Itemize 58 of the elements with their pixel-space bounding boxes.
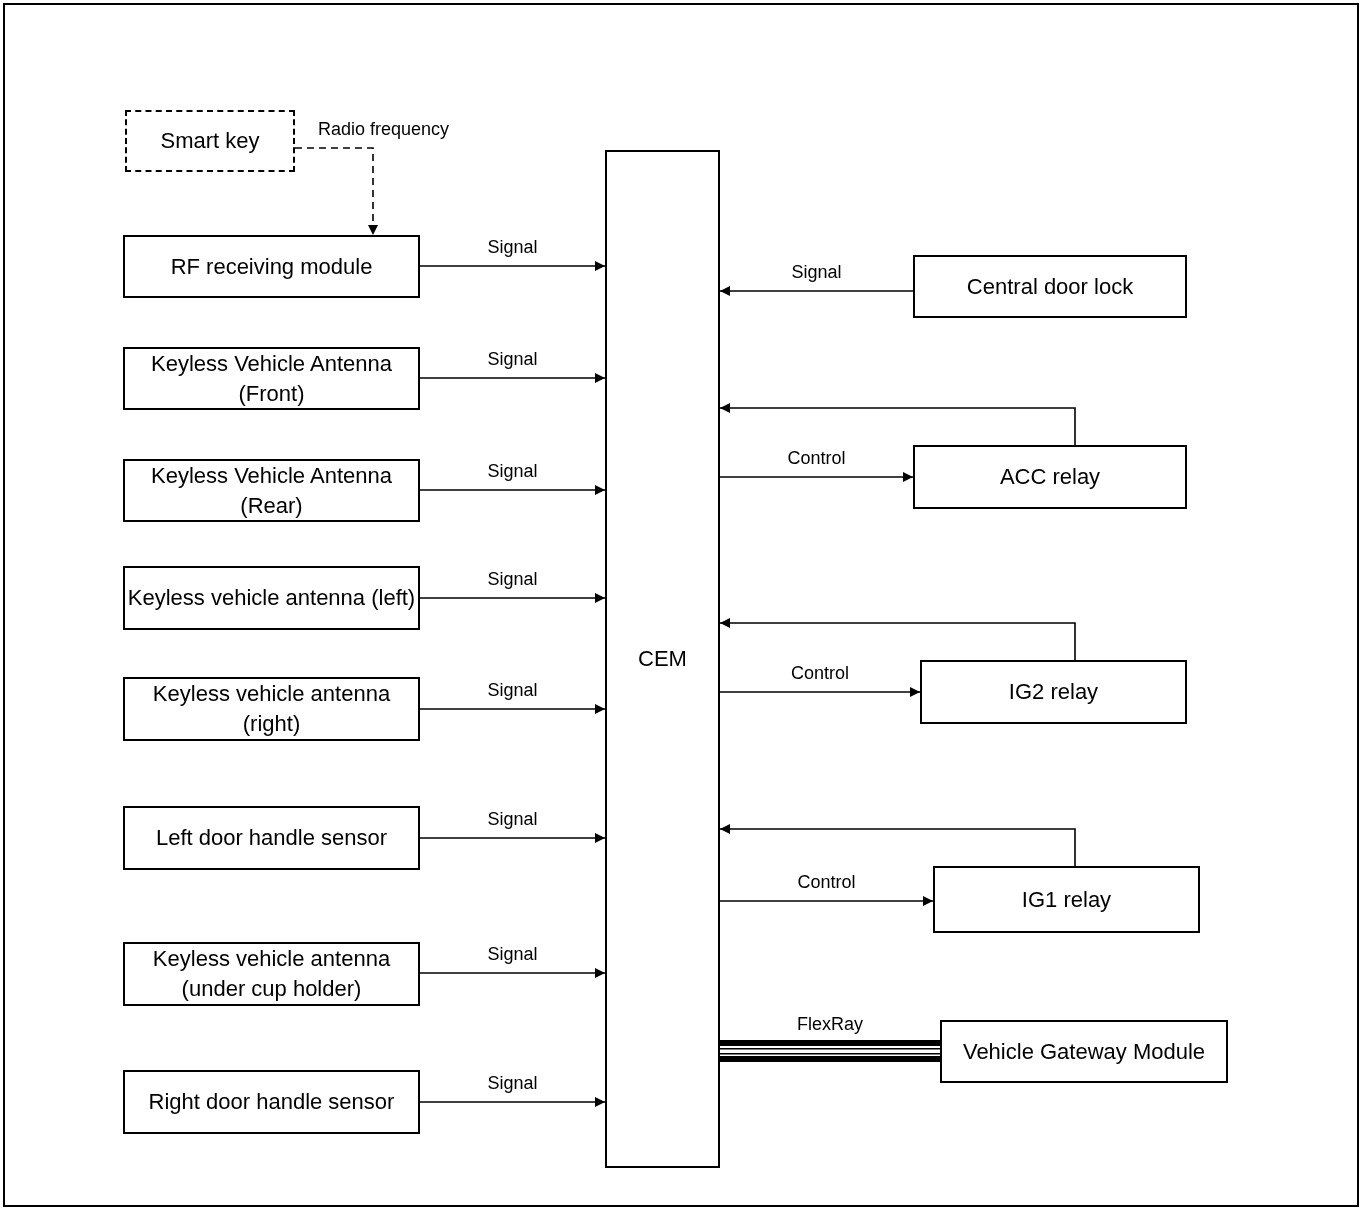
node-label: Keyless Vehicle Antenna (Rear)	[150, 461, 393, 520]
arrow	[719, 403, 1076, 446]
component-box	[123, 942, 420, 1006]
component-box	[913, 255, 1187, 318]
arrow	[419, 833, 606, 843]
bus-line	[720, 1040, 940, 1062]
node-label: Keyless Vehicle Antenna (Front)	[150, 349, 393, 408]
node-label: Central door lock	[966, 272, 1134, 301]
node-label: IG1 relay	[1021, 885, 1112, 914]
edge-label: Signal	[485, 462, 540, 482]
edge-label: Signal	[485, 810, 540, 830]
node-label: Right door handle sensor	[148, 1088, 395, 1117]
edge-label: Signal	[485, 1074, 540, 1094]
component-box	[123, 677, 420, 741]
component-box	[123, 235, 420, 298]
edge-label: Radio frequency	[316, 120, 452, 140]
arrow	[719, 472, 914, 482]
component-box	[123, 566, 420, 630]
arrow	[419, 1097, 606, 1107]
arrow	[719, 618, 1076, 661]
edge-label: Signal	[485, 681, 540, 701]
node-label: Keyless vehicle antenna (under cup holder)	[151, 945, 392, 1003]
component-box	[940, 1020, 1228, 1083]
arrow	[719, 824, 1076, 867]
module-bar	[605, 150, 720, 1168]
arrow	[294, 147, 378, 236]
arrow	[419, 593, 606, 603]
component-box	[123, 459, 420, 522]
component-box	[123, 347, 420, 410]
arrow	[719, 896, 934, 906]
component-box	[125, 110, 295, 172]
node-label: RF receiving module	[170, 252, 373, 281]
arrow	[419, 261, 606, 271]
edge-label: Signal	[485, 238, 540, 258]
node-label: Vehicle Gateway Module	[962, 1037, 1206, 1066]
arrow	[419, 485, 606, 495]
component-box	[933, 866, 1200, 933]
node-label: Keyless vehicle antenna (right)	[151, 680, 392, 738]
edge-label: Signal	[789, 263, 844, 283]
arrow	[719, 687, 921, 697]
component-box	[123, 1070, 420, 1134]
edge-label: Signal	[485, 945, 540, 965]
arrow	[419, 704, 606, 714]
arrow	[719, 286, 914, 296]
node-label: IG2 relay	[1008, 678, 1099, 707]
node-label: Left door handle sensor	[155, 824, 388, 853]
arrow	[419, 968, 606, 978]
arrow	[419, 373, 606, 383]
edge-label: Signal	[485, 350, 540, 370]
component-box	[920, 660, 1187, 724]
node-label: CEM	[638, 645, 687, 674]
component-box	[913, 445, 1187, 509]
node-label: ACC relay	[999, 463, 1101, 492]
node-label: Keyless vehicle antenna (left)	[127, 584, 416, 613]
component-box	[123, 806, 420, 870]
edge-label: FlexRay	[795, 1015, 865, 1035]
edge-label: Signal	[485, 570, 540, 590]
node-label: Smart key	[160, 127, 260, 156]
